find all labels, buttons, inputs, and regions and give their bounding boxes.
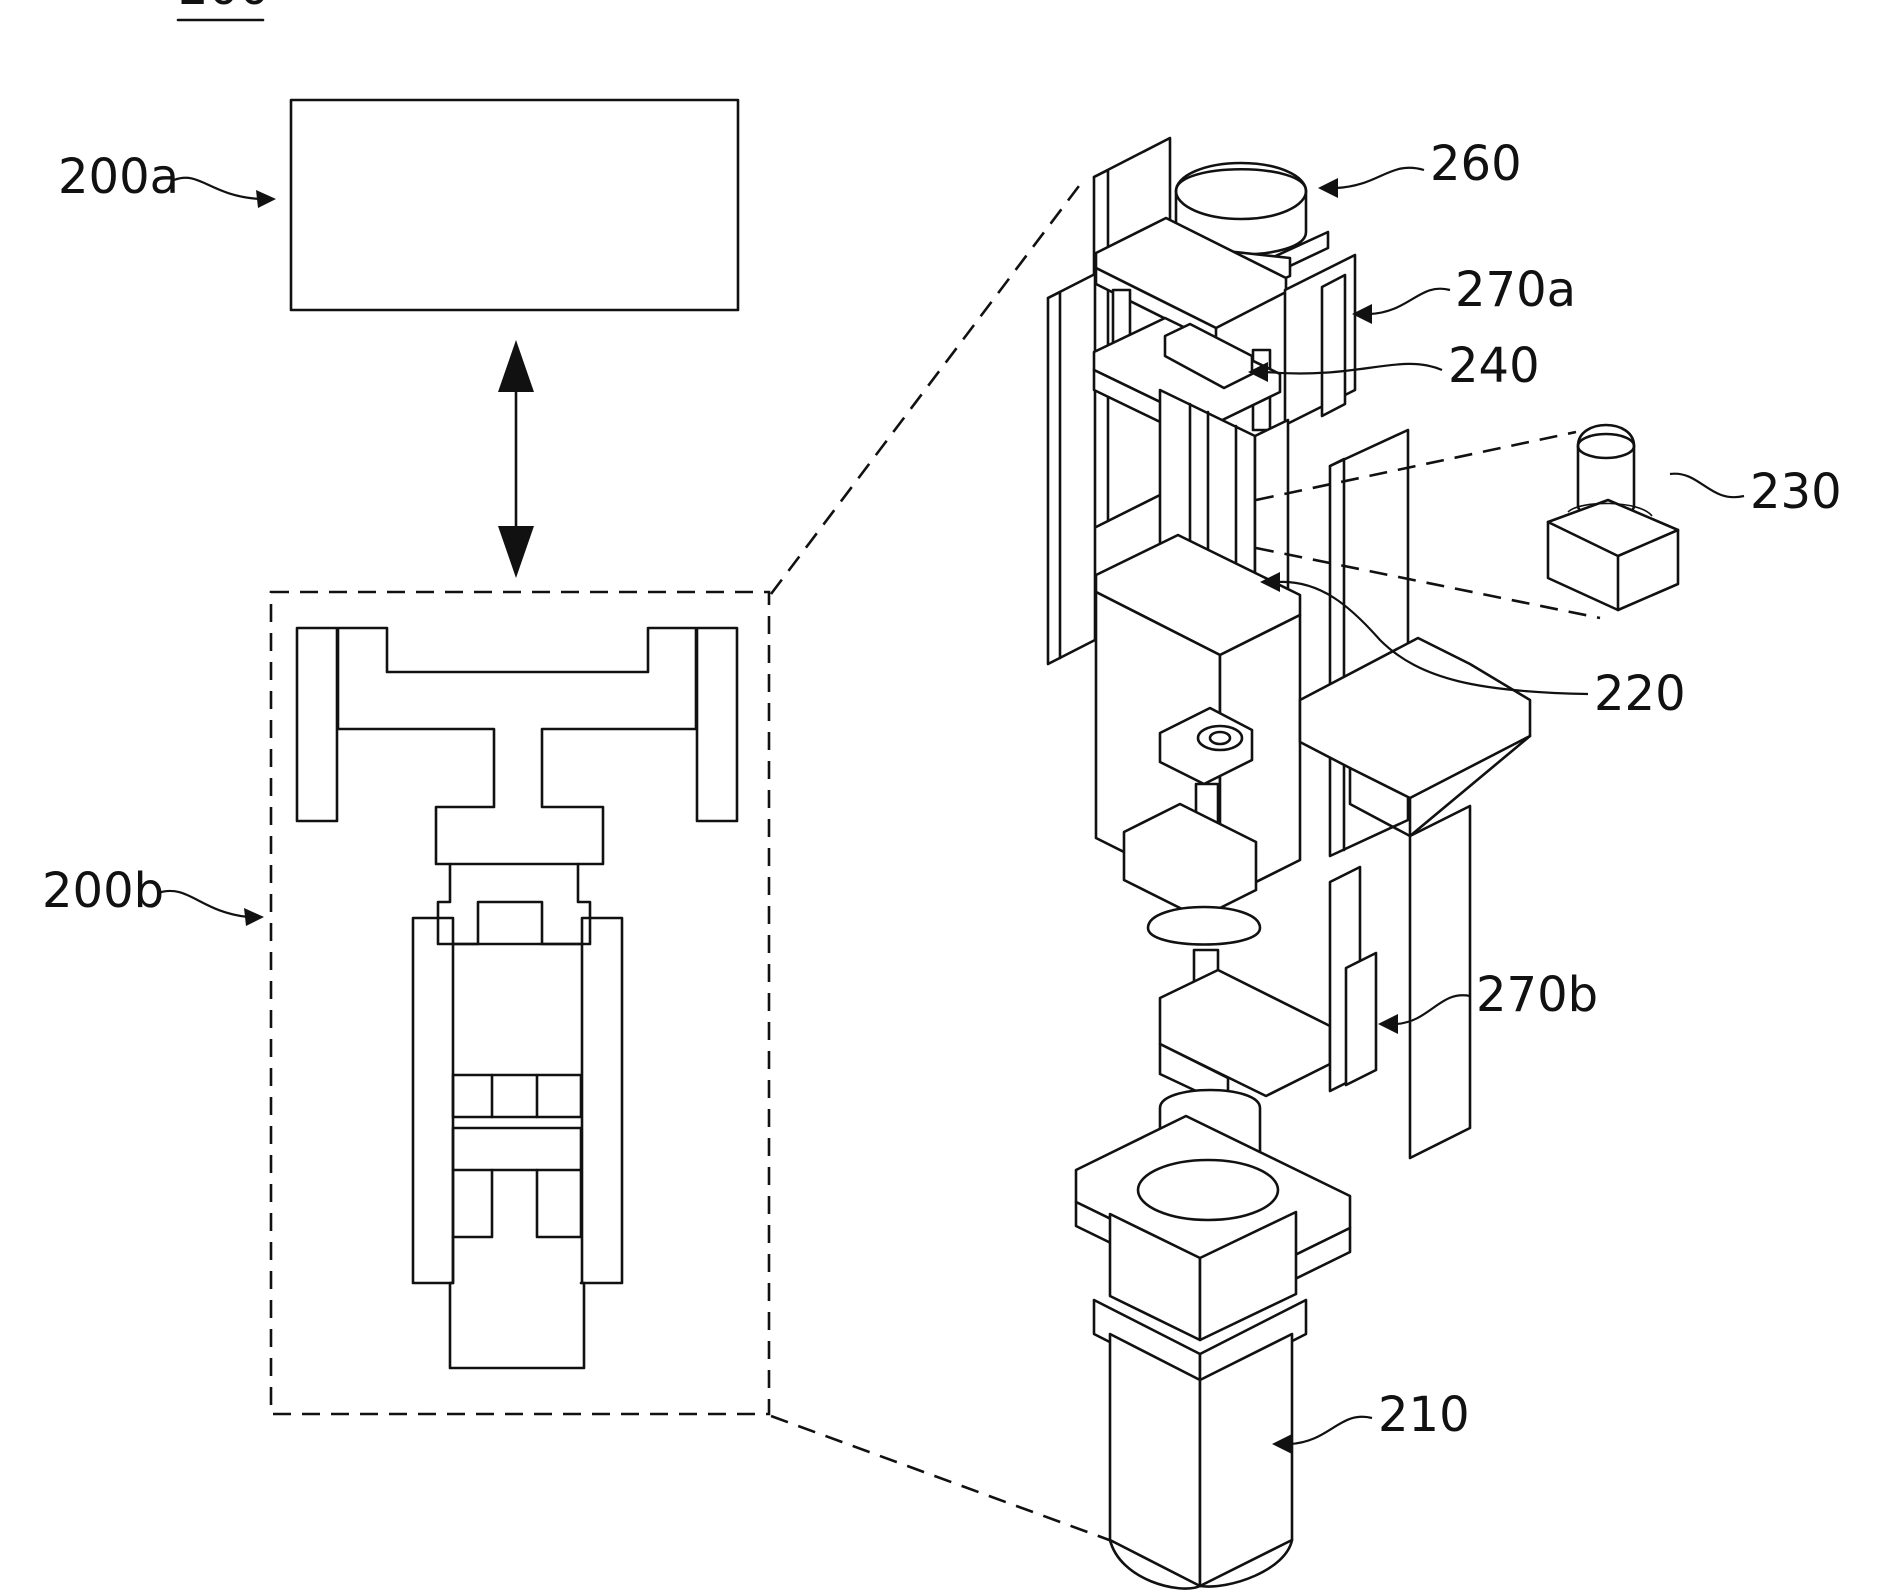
label-210: 210: [1378, 1387, 1470, 1443]
leader-200b: [158, 891, 248, 917]
zoom-line-bottom: [771, 1416, 1142, 1552]
arrowhead-260: [1318, 178, 1338, 198]
coupling-ring: [1148, 907, 1260, 945]
label-230: 230: [1750, 464, 1842, 520]
label-200a: 200a: [58, 149, 179, 205]
arrowhead-200b: [244, 908, 264, 926]
leader-200a: [174, 178, 260, 199]
actuator-assembly: [1048, 138, 1678, 1589]
label-240: 240: [1448, 338, 1540, 394]
label-260: 260: [1430, 136, 1522, 192]
arrowhead-200a: [256, 190, 276, 208]
label-200b: 200b: [42, 863, 164, 919]
figure-number: 200: [178, 0, 270, 16]
arrowhead-270b: [1378, 1014, 1398, 1034]
leader-270a: [1370, 289, 1450, 314]
robot-schematic: [297, 628, 737, 1368]
robot-schematic-frame: [271, 592, 769, 1414]
rear-plate-left: [1048, 274, 1095, 664]
zoom-line-top: [771, 178, 1085, 594]
clamp-guide-line-1: [1256, 432, 1576, 500]
leader-260: [1336, 168, 1424, 188]
motor-can-right: [1200, 1334, 1292, 1586]
bidirectional-arrow: [498, 340, 534, 578]
leader-210: [1290, 1417, 1372, 1444]
leader-230: [1670, 474, 1744, 498]
label-270a: 270a: [1455, 262, 1576, 318]
label-220: 220: [1594, 666, 1686, 722]
computing-unit-box: [291, 100, 738, 310]
label-270b: 270b: [1476, 967, 1598, 1023]
motor-can-left: [1110, 1334, 1200, 1586]
